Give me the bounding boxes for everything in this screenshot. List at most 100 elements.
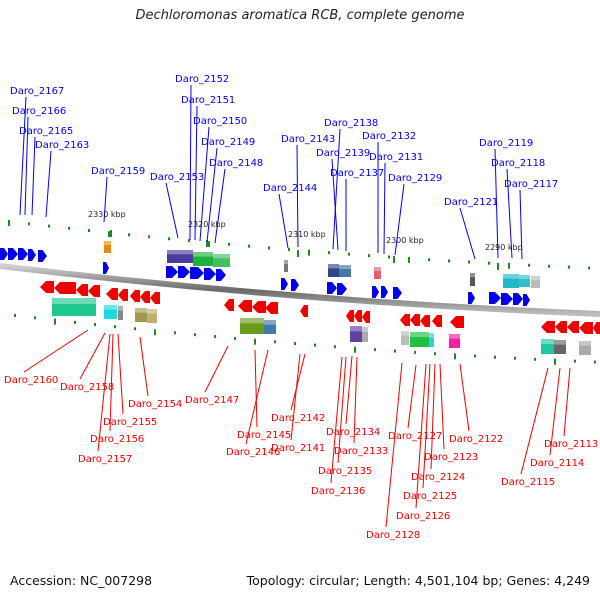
forward-gene-arrow[interactable] <box>513 293 523 305</box>
reverse-gene-label[interactable]: Daro_2133 <box>334 446 388 457</box>
reverse-gene-arrow[interactable] <box>579 322 593 334</box>
forward-gene-arrow[interactable] <box>327 282 337 294</box>
reverse-gene-arrow[interactable] <box>420 315 430 327</box>
reverse-gene-arrow[interactable] <box>106 288 118 300</box>
forward-gene-label[interactable]: Daro_2118 <box>491 158 545 169</box>
forward-gene-label[interactable]: Daro_2153 <box>150 172 204 183</box>
forward-gene-arrow[interactable] <box>0 248 8 260</box>
forward-gene-arrow[interactable] <box>523 294 530 306</box>
forward-gene-label[interactable]: Daro_2163 <box>35 140 89 151</box>
reverse-gene-arrow[interactable] <box>54 282 76 294</box>
reverse-gene-arrow[interactable] <box>265 302 278 314</box>
reverse-gene-label[interactable]: Daro_2128 <box>366 530 420 541</box>
reverse-gene-label[interactable]: Daro_2155 <box>103 417 157 428</box>
reverse-gene-arrow[interactable] <box>150 292 160 304</box>
reverse-gene-label[interactable]: Daro_2154 <box>128 399 182 410</box>
forward-gene-label[interactable]: Daro_2152 <box>175 74 229 85</box>
forward-gene-arrow[interactable] <box>337 283 347 295</box>
reverse-gene-label[interactable]: Daro_2127 <box>388 431 442 442</box>
forward-gene-label[interactable]: Daro_2143 <box>281 134 335 145</box>
reverse-gene-arrow[interactable] <box>432 315 442 327</box>
reverse-gene-arrow[interactable] <box>346 310 354 322</box>
forward-gene-label[interactable]: Daro_2131 <box>369 152 423 163</box>
reverse-gene-label[interactable]: Daro_2114 <box>530 458 584 469</box>
reverse-gene-label[interactable]: Daro_2135 <box>318 466 372 477</box>
forward-gene-arrow[interactable] <box>381 286 388 298</box>
reverse-gene-arrow[interactable] <box>541 321 555 333</box>
forward-gene-arrow[interactable] <box>281 278 288 290</box>
reverse-gene-label[interactable]: Daro_2158 <box>60 382 114 393</box>
forward-gene-label[interactable]: Daro_2119 <box>479 138 533 149</box>
forward-gene-label[interactable]: Daro_2149 <box>201 137 255 148</box>
reverse-gene-arrow[interactable] <box>130 290 140 302</box>
forward-gene-arrow[interactable] <box>291 279 299 291</box>
reverse-gene-arrow[interactable] <box>593 322 600 334</box>
reverse-gene-label[interactable]: Daro_2113 <box>544 439 598 450</box>
reverse-gene-label[interactable]: Daro_2136 <box>311 486 365 497</box>
forward-gene-label[interactable]: Daro_2144 <box>263 183 317 194</box>
reverse-gene-arrow[interactable] <box>224 299 234 311</box>
reverse-gene-label[interactable]: Daro_2115 <box>501 477 555 488</box>
reverse-gene-arrow[interactable] <box>140 291 150 303</box>
reverse-gene-arrow[interactable] <box>252 301 266 313</box>
reverse-gene-label[interactable]: Daro_2125 <box>403 491 457 502</box>
forward-gene-label[interactable]: Daro_2137 <box>330 168 384 179</box>
forward-gene-label[interactable]: Daro_2138 <box>324 118 378 129</box>
reverse-gene-arrow[interactable] <box>450 316 464 328</box>
reverse-gene-arrow[interactable] <box>410 314 420 326</box>
forward-gene-arrow[interactable] <box>166 266 178 278</box>
reverse-gene-arrow[interactable] <box>118 289 128 301</box>
forward-gene-arrow[interactable] <box>18 248 28 260</box>
forward-gene-arrow[interactable] <box>216 269 226 281</box>
reverse-gene-arrow[interactable] <box>300 305 308 317</box>
reverse-gene-arrow[interactable] <box>400 314 410 326</box>
forward-gene-arrow[interactable] <box>103 262 109 274</box>
forward-gene-label[interactable]: Daro_2139 <box>316 148 370 159</box>
forward-gene-arrow[interactable] <box>28 249 36 261</box>
forward-gene-labels: Daro_2167Daro_2166Daro_2165Daro_2163Daro… <box>10 74 558 208</box>
forward-gene-label[interactable]: Daro_2129 <box>388 173 442 184</box>
reverse-gene-arrow[interactable] <box>567 321 579 333</box>
forward-gene-arrow[interactable] <box>8 248 18 260</box>
forward-gene-label[interactable]: Daro_2165 <box>19 126 73 137</box>
forward-gene-label[interactable]: Daro_2148 <box>209 158 263 169</box>
reverse-gene-arrow[interactable] <box>88 285 100 297</box>
reverse-gene-arrow[interactable] <box>40 281 54 293</box>
reverse-gene-arrow[interactable] <box>555 321 567 333</box>
forward-gene-arrow[interactable] <box>190 267 204 279</box>
reverse-gene-label[interactable]: Daro_2122 <box>449 434 503 445</box>
forward-gene-label[interactable]: Daro_2159 <box>91 166 145 177</box>
forward-gene-arrow[interactable] <box>501 293 513 305</box>
forward-gene-arrow[interactable] <box>372 286 379 298</box>
forward-gene-label[interactable]: Daro_2117 <box>504 179 558 190</box>
forward-gene-label[interactable]: Daro_2132 <box>362 131 416 142</box>
reverse-gene-label[interactable]: Daro_2146 <box>226 447 280 458</box>
forward-gene-label[interactable]: Daro_2150 <box>193 116 247 127</box>
reverse-gene-arrow[interactable] <box>238 300 252 312</box>
reverse-gene-label[interactable]: Daro_2134 <box>326 427 380 438</box>
reverse-gene-label[interactable]: Daro_2160 <box>4 375 58 386</box>
reverse-gene-arrow[interactable] <box>362 311 370 323</box>
reverse-gene-label[interactable]: Daro_2157 <box>78 454 132 465</box>
forward-gene-arrow[interactable] <box>204 268 216 280</box>
reverse-gene-label[interactable]: Daro_2142 <box>271 413 325 424</box>
reverse-gene-label[interactable]: Daro_2126 <box>396 511 450 522</box>
reverse-gene-arrow[interactable] <box>76 284 88 296</box>
reverse-gene-label[interactable]: Daro_2123 <box>424 452 478 463</box>
reverse-gene-label[interactable]: Daro_2156 <box>90 434 144 445</box>
reverse-gene-label[interactable]: Daro_2124 <box>411 472 465 483</box>
forward-gene-arrow[interactable] <box>489 292 501 304</box>
forward-gene-arrow[interactable] <box>38 250 47 262</box>
forward-gene-label[interactable]: Daro_2167 <box>10 86 64 97</box>
forward-gene-arrow[interactable] <box>178 266 190 278</box>
domain-block-shine <box>213 254 230 259</box>
forward-gene-arrow[interactable] <box>468 292 475 304</box>
reverse-gene-arrow[interactable] <box>354 310 362 322</box>
reverse-gene-label[interactable]: Daro_2147 <box>185 395 239 406</box>
forward-gene-arrow[interactable] <box>393 287 402 299</box>
reverse-gene-label[interactable]: Daro_2145 <box>237 430 291 441</box>
reverse-gene-label[interactable]: Daro_2141 <box>271 443 325 454</box>
forward-gene-label[interactable]: Daro_2151 <box>181 95 235 106</box>
forward-gene-label[interactable]: Daro_2121 <box>444 197 498 208</box>
forward-gene-label[interactable]: Daro_2166 <box>12 106 66 117</box>
